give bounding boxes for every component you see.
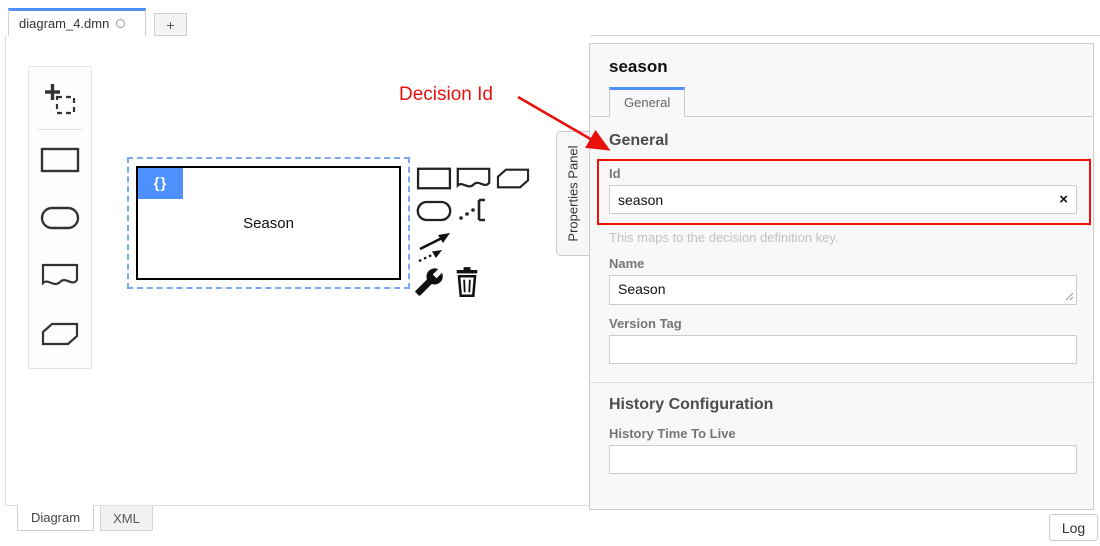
log-button[interactable]: Log [1049, 514, 1098, 541]
literal-expression-badge: {} [138, 168, 183, 199]
history-ttl-input[interactable] [609, 445, 1077, 474]
properties-panel: season General General Id × This maps to… [589, 43, 1094, 510]
decision-shape[interactable]: Season [136, 166, 401, 280]
lasso-tool-icon[interactable] [29, 73, 91, 127]
new-tab-button[interactable]: + [154, 13, 187, 36]
version-tag-label: Version Tag [609, 316, 682, 331]
annotation-text: Decision Id [399, 84, 493, 105]
palette-separator [38, 129, 82, 130]
append-text-annotation-icon[interactable] [457, 196, 489, 224]
unsaved-indicator-icon [116, 19, 126, 28]
tab-diagram[interactable]: Diagram [17, 505, 94, 531]
tab-xml[interactable]: XML [100, 506, 153, 531]
file-tab[interactable]: diagram_4.dmn [8, 8, 146, 36]
append-knowledge-source-icon[interactable] [455, 166, 492, 192]
file-tab-label: diagram_4.dmn [19, 16, 110, 31]
clear-icon[interactable]: × [1059, 191, 1068, 208]
trash-icon[interactable] [453, 266, 481, 298]
append-decision-icon[interactable] [416, 167, 452, 190]
append-input-data-icon[interactable] [416, 200, 452, 222]
panel-title: season [609, 57, 668, 76]
general-section-heading: General [609, 132, 669, 149]
version-tag-input[interactable] [609, 335, 1077, 364]
resize-handle-icon[interactable] [1065, 292, 1074, 301]
name-textarea[interactable]: Season [609, 275, 1077, 305]
history-ttl-label: History Time To Live [609, 426, 736, 441]
panel-tab-row: General [590, 87, 1093, 117]
wrench-icon[interactable] [414, 267, 444, 297]
tabbar-divider [146, 35, 1100, 36]
selection-outline [127, 157, 410, 289]
id-input[interactable] [609, 185, 1077, 214]
connect-icon[interactable] [417, 228, 455, 264]
append-business-knowledge-model-icon[interactable] [495, 167, 531, 190]
create-knowledge-source-icon[interactable] [29, 247, 91, 305]
history-section-heading: History Configuration [609, 396, 774, 413]
palette [28, 66, 92, 369]
properties-panel-toggle[interactable]: Properties Panel [556, 131, 590, 256]
decision-label: Season [243, 214, 294, 232]
id-field-highlight: Id × [597, 159, 1091, 225]
id-hint: This maps to the decision definition key… [609, 230, 839, 245]
section-divider [590, 382, 1093, 383]
name-label: Name [609, 256, 645, 271]
properties-panel-toggle-label: Properties Panel [566, 145, 581, 242]
id-label: Id [609, 166, 621, 181]
create-business-knowledge-model-icon[interactable] [29, 305, 91, 363]
create-input-data-icon[interactable] [29, 189, 91, 247]
tab-general[interactable]: General [609, 87, 686, 117]
create-decision-icon[interactable] [29, 131, 91, 189]
